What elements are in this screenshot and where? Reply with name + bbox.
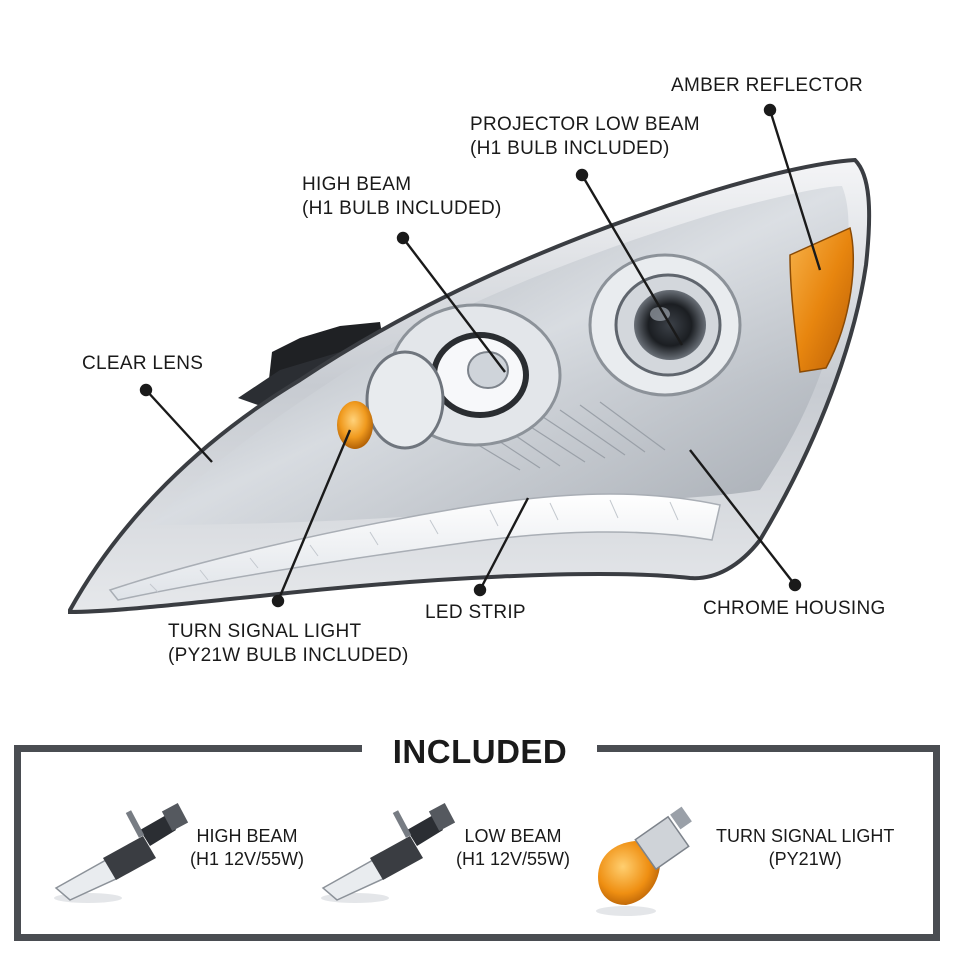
included-item-low-beam: LOW BEAM (H1 12V/55W) [456, 825, 570, 871]
label-turn-signal-light: TURN SIGNAL LIGHT (PY21W BULB INCLUDED) [168, 620, 409, 668]
included-turn-signal-name: TURN SIGNAL LIGHT [716, 826, 895, 846]
led-strip [108, 493, 721, 601]
label-led-strip-text: LED STRIP [425, 602, 526, 623]
included-frame [14, 751, 940, 941]
included-high-beam-spec: (H1 12V/55W) [190, 849, 305, 869]
h1-bulb-icon [321, 803, 456, 903]
reflector-fins [469, 401, 666, 471]
label-projector-low-beam-line2: (H1 BULB INCLUDED) [470, 138, 670, 159]
label-clear-lens: CLEAR LENS [82, 352, 203, 376]
headlight-diagram [68, 103, 872, 615]
label-chrome-housing-text: CHROME HOUSING [703, 598, 886, 619]
label-amber-reflector-text: AMBER REFLECTOR [671, 75, 864, 96]
label-high-beam-line2: (H1 BULB INCLUDED) [302, 198, 502, 219]
callout-leaders [139, 103, 822, 608]
label-high-beam-line1: HIGH BEAM [302, 174, 412, 195]
included-low-beam-name: LOW BEAM [464, 826, 562, 846]
included-frame-top-right [597, 745, 940, 752]
included-turn-signal-spec: (PY21W) [768, 849, 842, 869]
label-projector-low-beam: PROJECTOR LOW BEAM (H1 BULB INCLUDED) [470, 113, 700, 161]
label-amber-reflector: AMBER REFLECTOR [671, 74, 863, 98]
included-item-turn-signal: TURN SIGNAL LIGHT (PY21W) [716, 825, 894, 871]
label-chrome-housing: CHROME HOUSING [703, 597, 886, 621]
label-projector-low-beam-line1: PROJECTOR LOW BEAM [470, 114, 700, 135]
label-clear-lens-text: CLEAR LENS [82, 353, 204, 374]
included-item-high-beam: HIGH BEAM (H1 12V/55W) [190, 825, 304, 871]
included-frame-top-left [14, 745, 362, 752]
included-title: INCLUDED [392, 733, 568, 770]
amber-reflector [789, 226, 854, 373]
included-low-beam-spec: (H1 12V/55W) [456, 849, 571, 869]
label-high-beam: HIGH BEAM (H1 BULB INCLUDED) [302, 173, 502, 221]
label-led-strip: LED STRIP [425, 601, 526, 625]
h1-bulb-icon [54, 803, 189, 903]
label-turn-signal-line2: (PY21W BULB INCLUDED) [168, 645, 409, 666]
led-segments [149, 499, 679, 593]
label-turn-signal-line1: TURN SIGNAL LIGHT [168, 621, 362, 642]
turn-signal-bulb [337, 401, 373, 449]
included-high-beam-name: HIGH BEAM [196, 826, 298, 846]
auxiliary-reflector [365, 350, 445, 450]
py21w-amber-bulb-icon [596, 806, 692, 916]
